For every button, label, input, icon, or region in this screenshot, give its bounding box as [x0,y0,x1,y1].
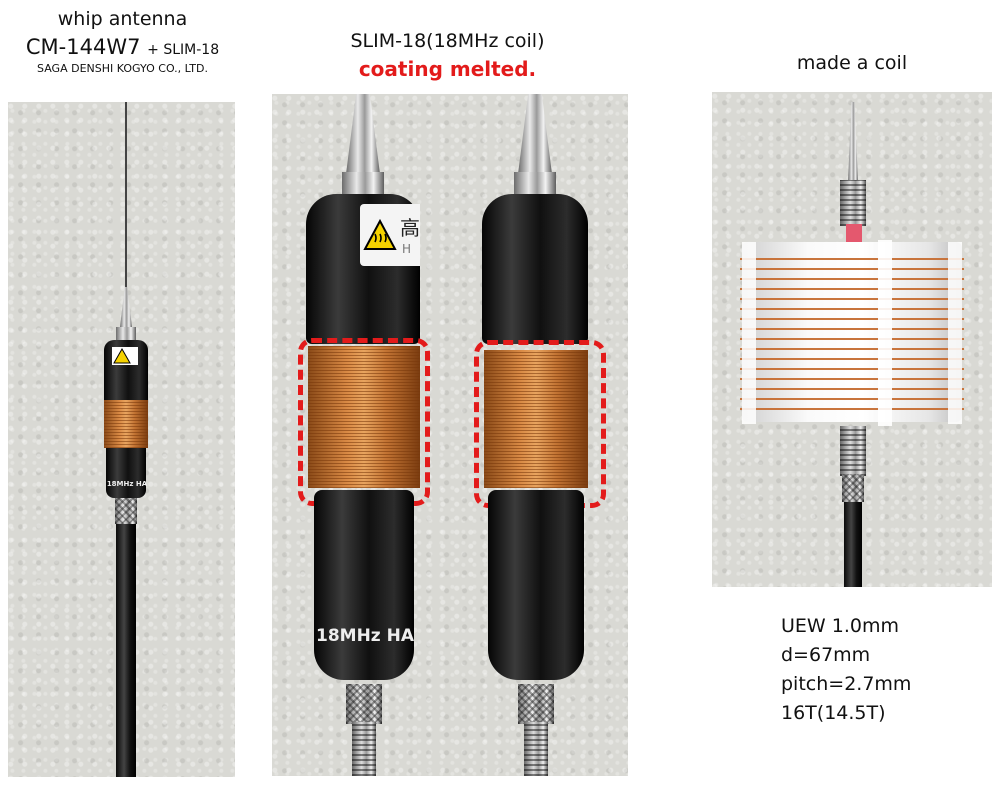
middle-caption: SLIM-18(18MHz coil) coating melted. [265,30,630,82]
homemade-coil-tip [848,102,858,182]
left-title: whip antenna [57,8,188,30]
spec-pitch: pitch=2.7mm [781,673,912,695]
coil-a-sticker-text-small: H [402,242,412,256]
homemade-coil-winding [740,252,964,416]
homemade-coil-strip-left [742,242,756,424]
coil-a-thread [352,722,376,776]
coil-b-collar [514,172,556,198]
whip-wire [125,102,127,292]
coil-b-tip [518,94,552,174]
coil-body-bottom [106,448,146,498]
coil-model: SLIM-18 [350,30,427,52]
coil-a-sticker: 高 H [360,204,420,266]
coil-a-knurl [346,684,382,724]
coil-a-winding [308,346,420,488]
antenna-model: CM-144W7 [25,34,141,59]
coil-b-knurl [518,684,554,724]
hot-surface-warning-icon [363,218,397,250]
coil-body-label: 18MHz HA [106,480,148,488]
homemade-coil-strip-center [878,240,892,426]
manufacturer: SAGA DENSHI KOGYO CO., LTD. [37,62,208,75]
coil-specs: UEW 1.0mm d=67mm pitch=2.7mm 16T(14.5T) [781,612,981,728]
hot-surface-warning-icon [112,347,138,365]
coil-b-highlight-box [474,340,606,508]
coil-a-body-bottom [314,490,414,680]
homemade-coil-top-spring [840,180,866,226]
coil-b-thread [524,722,548,776]
spec-diameter: d=67mm [781,644,871,666]
coil-a-collar [342,172,384,198]
homemade-coil-knurl [842,474,864,502]
right-caption: made a coil [796,52,908,74]
whip-collar [116,327,136,341]
left-photo: 18MHz HA [8,102,235,777]
coil-winding-small [104,400,148,448]
spec-turns: 16T(14.5T) [781,702,886,724]
coil-a-sticker-text: 高 [400,216,420,240]
whip-tip [120,287,132,327]
coating-melted-label: coating melted. [358,56,537,81]
coil-frequency: (18MHz coil) [426,30,545,52]
homemade-coil-rod [844,502,862,587]
homemade-coil-strip-right [948,242,962,424]
antenna-model-extra: + SLIM-18 [147,41,220,58]
coil-b-body-bottom [488,490,584,680]
left-caption: whip antenna CM-144W7 + SLIM-18 SAGA DEN… [0,8,245,76]
coil-a-body-label: 18MHz HA [316,626,414,646]
homemade-coil-bottom-spring [840,426,866,476]
coil-b-body-top [482,194,588,344]
mounting-rod [116,524,136,777]
coil-b-winding [484,350,588,488]
homemade-coil-red-core [846,224,862,246]
spec-wire: UEW 1.0mm [781,615,899,637]
right-photo [712,92,992,587]
coil-a-tip [346,94,380,174]
connector-knurl [115,498,137,524]
middle-photo: 高 H 18MHz HA [272,94,628,776]
coil-a-highlight-box [298,338,430,506]
